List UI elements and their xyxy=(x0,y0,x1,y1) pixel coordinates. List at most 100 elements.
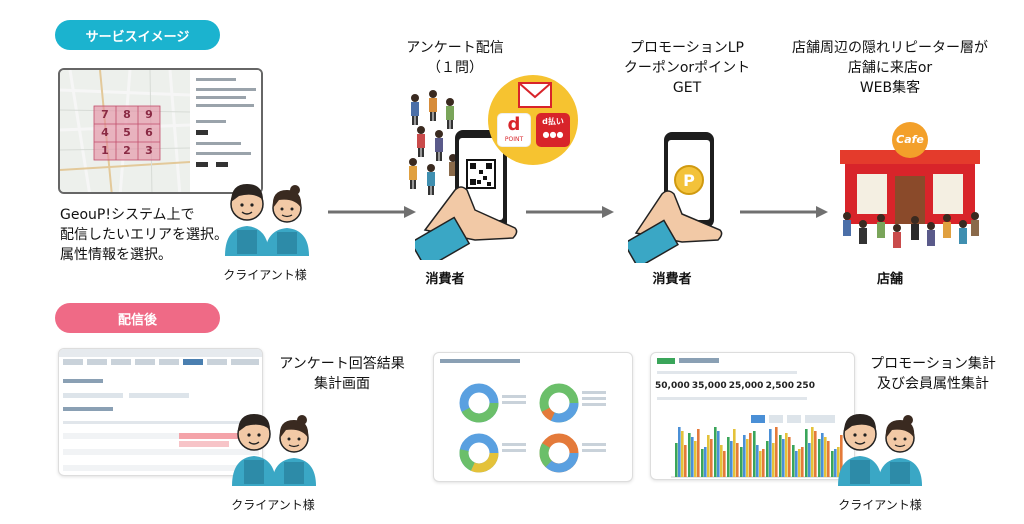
grid-cell: 9 xyxy=(145,108,153,121)
promo-bar xyxy=(707,435,710,477)
section-pill-label: サービスイメージ xyxy=(85,29,190,45)
promo-bar xyxy=(840,435,843,477)
promo-bar xyxy=(736,443,739,477)
promo-stat-value: 250 xyxy=(796,381,815,391)
promo-bar xyxy=(792,445,795,477)
step3-caption: 消費者 xyxy=(652,272,692,287)
cafe-store-icon xyxy=(840,122,980,248)
section-pill-after-delivery: 配信後 xyxy=(55,303,220,333)
promo-bar xyxy=(772,443,775,477)
promo-bar xyxy=(688,433,691,477)
area-map-screenshot: 7 8 9 4 5 6 1 2 3 xyxy=(58,68,263,194)
promo-bar xyxy=(811,427,814,477)
client-caption-bottom-left: クライアント様 xyxy=(231,498,315,512)
promo-bar xyxy=(743,435,746,477)
promo-bar xyxy=(824,437,827,477)
promo-stat-value: 25,000 xyxy=(728,381,764,391)
promo-stat-value: 35,000 xyxy=(691,381,727,391)
survey-table-illustration xyxy=(59,349,262,471)
promo-bar xyxy=(710,439,713,477)
step3-title: プロモーションLP クーポンorポイント GET xyxy=(623,40,751,96)
promo-bar xyxy=(808,443,811,477)
promo-bar xyxy=(834,449,837,477)
promo-bar xyxy=(759,451,762,477)
dpoint-icon: d POINT xyxy=(497,113,531,147)
promo-bar xyxy=(681,431,684,477)
promo-bar xyxy=(691,437,694,477)
promo-bar xyxy=(779,435,782,477)
survey-results-title: アンケート回答結果 集計画面 xyxy=(279,356,405,392)
promo-stats-row: 50,000 35,000 25,000 2,500 250 xyxy=(655,381,815,391)
dpoint-letter: d xyxy=(507,114,521,135)
promo-bar xyxy=(801,447,804,477)
step4-caption: 店舗 xyxy=(876,272,903,287)
grid-cell: 6 xyxy=(145,126,153,139)
map-illustration xyxy=(60,70,261,192)
promo-bar xyxy=(827,441,830,477)
dpay-icon: d払い ●●● xyxy=(536,113,570,147)
grid-cell: 1 xyxy=(101,144,109,157)
promo-bar xyxy=(746,439,749,477)
client-people-icon xyxy=(225,184,309,256)
promo-bar xyxy=(684,445,687,477)
map-grid-numbers: 7 8 9 4 5 6 1 2 3 xyxy=(94,106,160,160)
section-pill-service-image: サービスイメージ xyxy=(55,20,220,50)
grid-cell: 4 xyxy=(101,126,109,139)
promo-bar xyxy=(831,451,834,477)
promo-bar xyxy=(795,451,798,477)
promo-bar xyxy=(714,427,717,477)
dpay-label: d払い xyxy=(542,117,564,126)
step4-title: 店舗周辺の隠れリピーター層が 店舗に来店or WEB集客 xyxy=(792,40,988,96)
promo-bar xyxy=(675,443,678,477)
arrow-right-icon xyxy=(526,206,614,218)
promo-stat-value: 50,000 xyxy=(655,381,690,391)
promo-bar xyxy=(723,451,726,477)
promotion-stats-screenshot: 50,000 35,000 25,000 2,500 250 xyxy=(650,352,855,480)
promo-bar xyxy=(798,449,801,477)
promo-bar xyxy=(730,441,733,477)
cafe-sign: Cafe xyxy=(896,133,924,146)
step1-caption: クライアント様 xyxy=(223,268,307,282)
promo-bar xyxy=(740,447,743,477)
arrow-right-icon xyxy=(740,206,828,218)
promo-bar xyxy=(788,437,791,477)
client-caption-bottom-right: クライアント様 xyxy=(838,498,922,512)
promo-bar xyxy=(805,429,808,477)
promo-bar xyxy=(762,449,765,477)
mail-icon xyxy=(518,82,552,108)
promo-bar xyxy=(769,429,772,477)
promo-bar xyxy=(818,439,821,477)
promo-bar xyxy=(717,431,720,477)
step2-caption: 消費者 xyxy=(425,272,465,287)
grid-cell: 7 xyxy=(101,108,109,121)
donut-charts-illustration xyxy=(440,359,606,473)
promo-bar xyxy=(720,445,723,477)
grid-cell: 5 xyxy=(123,126,131,139)
grid-cell: 8 xyxy=(123,108,131,121)
promo-bar-chart-illustration xyxy=(657,358,851,478)
promo-bar xyxy=(678,427,681,477)
promo-bar xyxy=(749,433,752,477)
promo-bar xyxy=(704,447,707,477)
promo-bar xyxy=(785,433,788,477)
promo-bar xyxy=(727,437,730,477)
promo-bar xyxy=(753,431,756,477)
promo-bar xyxy=(697,429,700,477)
promo-bar xyxy=(694,441,697,477)
dpoint-label: POINT xyxy=(504,136,524,143)
promo-bar xyxy=(821,433,824,477)
promo-bar xyxy=(756,445,759,477)
section-pill-label: 配信後 xyxy=(117,312,157,328)
promo-stat-value: 2,500 xyxy=(765,381,795,391)
promo-bar xyxy=(837,447,840,477)
promo-bar xyxy=(766,441,769,477)
promotion-stats-title: プロモーション集計 及び会員属性集計 xyxy=(870,356,996,392)
promo-bar xyxy=(814,431,817,477)
grid-cell: 3 xyxy=(145,144,153,157)
dpay-dots: ●●● xyxy=(542,130,564,139)
phone-qr-in-hand-icon xyxy=(415,130,518,260)
step2-title: アンケート配信 （１問） xyxy=(406,40,504,76)
step1-description: GeouP!システム上で 配信したいエリアを選択。 属性情報を選択。 xyxy=(60,207,228,263)
phone-coin-in-hand-icon: P xyxy=(628,132,723,263)
survey-results-screenshot xyxy=(58,348,263,476)
